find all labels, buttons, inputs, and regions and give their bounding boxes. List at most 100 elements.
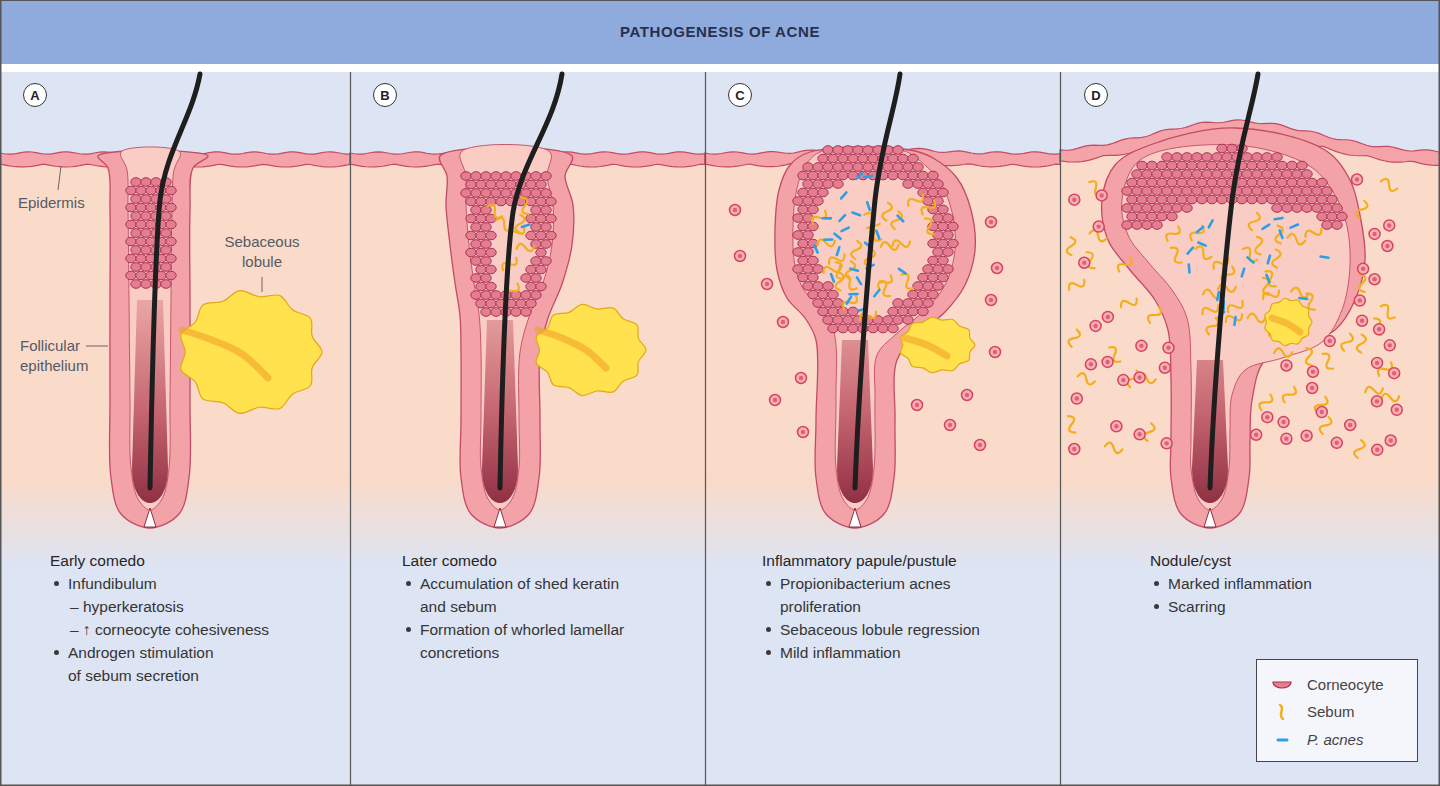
corneocyte	[1167, 178, 1177, 187]
sebum-strand	[1287, 233, 1306, 245]
corneocyte	[798, 171, 808, 180]
corneocyte	[471, 189, 481, 198]
corneocyte	[1217, 178, 1227, 187]
cell-body	[1159, 362, 1170, 373]
sebum-strand	[1119, 295, 1139, 312]
corneocyte	[146, 186, 156, 195]
p-acnes	[876, 231, 879, 239]
cell-nucleus	[1093, 324, 1097, 328]
sebum-strand	[1378, 303, 1398, 321]
corneocyte	[883, 163, 893, 172]
corneocyte	[1182, 204, 1192, 213]
corneocyte	[1297, 178, 1307, 187]
corneocyte	[521, 308, 531, 317]
corneocyte	[166, 203, 176, 212]
caption-row: Formation of whorled lamellar concretion…	[402, 618, 632, 664]
corneocyte	[1147, 161, 1157, 170]
cell-nucleus	[1310, 386, 1314, 390]
p-acnes	[1209, 220, 1213, 227]
corneocyte	[903, 299, 913, 308]
inflammatory-cell	[1102, 311, 1113, 322]
corneocyte	[476, 231, 486, 240]
cell-body	[1324, 336, 1335, 347]
corneocyte	[798, 256, 808, 265]
inflammatory-cell	[1281, 433, 1292, 444]
cell-body	[1357, 315, 1368, 326]
cell-nucleus	[1377, 327, 1381, 331]
cell-nucleus	[1121, 378, 1125, 382]
corneocyte	[903, 316, 913, 325]
sebum-strand	[1262, 269, 1280, 289]
corneocyte	[943, 231, 953, 240]
inflammatory-cell	[1384, 220, 1395, 231]
corneocyte	[798, 222, 808, 231]
p-acnes	[1242, 269, 1244, 277]
corneocyte	[1217, 161, 1227, 170]
cell-body	[986, 217, 997, 228]
corneocyte	[496, 197, 506, 206]
panel-letter: C	[735, 89, 744, 102]
sebum-strand	[1167, 245, 1185, 265]
corneocyte	[1277, 161, 1287, 170]
sebum-strand	[880, 240, 899, 251]
corneocyte	[1172, 187, 1182, 196]
corneocyte	[466, 231, 476, 240]
sebum-strand	[816, 236, 836, 249]
inflammatory-cell	[798, 427, 809, 438]
inflammatory-cell	[1301, 430, 1312, 441]
corneocyte	[848, 154, 858, 163]
corneocyte	[1292, 170, 1302, 179]
cell-body	[1372, 444, 1383, 455]
caption-row: Sebaceous lobule regression	[762, 618, 992, 641]
corneocyte	[828, 324, 838, 333]
corneocyte	[1227, 144, 1237, 153]
corneocyte	[1187, 195, 1197, 204]
corneocyte	[793, 197, 803, 206]
corneocyte	[1162, 204, 1172, 213]
corneocyte	[1267, 178, 1277, 187]
inflammatory-cell	[1358, 263, 1369, 274]
corneocyte	[938, 205, 948, 214]
p-acnes	[898, 216, 904, 222]
caption-block: Nodule/cystMarked inflammationScarring	[1150, 549, 1312, 618]
corneocyte	[923, 197, 933, 206]
inflammatory-cell	[1085, 359, 1096, 370]
corneocyte	[908, 171, 918, 180]
follicle-illustration	[350, 74, 705, 580]
corneocyte	[471, 172, 481, 181]
p-acnes	[1299, 297, 1307, 301]
panel-divider	[1060, 72, 1061, 786]
corneocyte	[843, 146, 853, 155]
corneocyte	[481, 206, 491, 215]
corneocyte	[1312, 187, 1322, 196]
corneocyte	[1312, 204, 1322, 213]
corneocyte	[496, 180, 506, 189]
bullet-dot	[406, 581, 411, 586]
caption-row: Infundibulum	[50, 572, 269, 595]
corneocyte	[1317, 212, 1327, 221]
corneocyte	[466, 197, 476, 206]
corneocyte	[461, 172, 471, 181]
corneocyte	[843, 316, 853, 325]
bullet-dot	[54, 581, 59, 586]
stage-panel: Early comedoInfundibulum– hyperkeratosis…	[0, 72, 350, 785]
corneocyte	[1132, 204, 1142, 213]
sebum-strand	[1355, 273, 1369, 293]
sebum-strand	[1217, 282, 1236, 293]
cell-body	[1384, 220, 1395, 231]
panel-ground	[0, 72, 1440, 786]
corneocyte	[1177, 161, 1187, 170]
corneocyte	[928, 290, 938, 299]
corneocyte	[1132, 221, 1142, 230]
corneocyte	[141, 178, 151, 187]
caption-text: Scarring	[1168, 595, 1312, 618]
corneocyte	[928, 273, 938, 282]
dermal-papilla	[849, 508, 861, 527]
inflammatory-cell	[1069, 194, 1080, 205]
corneocyte	[1192, 153, 1202, 162]
corneocyte	[1217, 144, 1227, 153]
caption-text: Sebaceous lobule regression	[780, 618, 992, 641]
corneocyte	[136, 254, 146, 263]
